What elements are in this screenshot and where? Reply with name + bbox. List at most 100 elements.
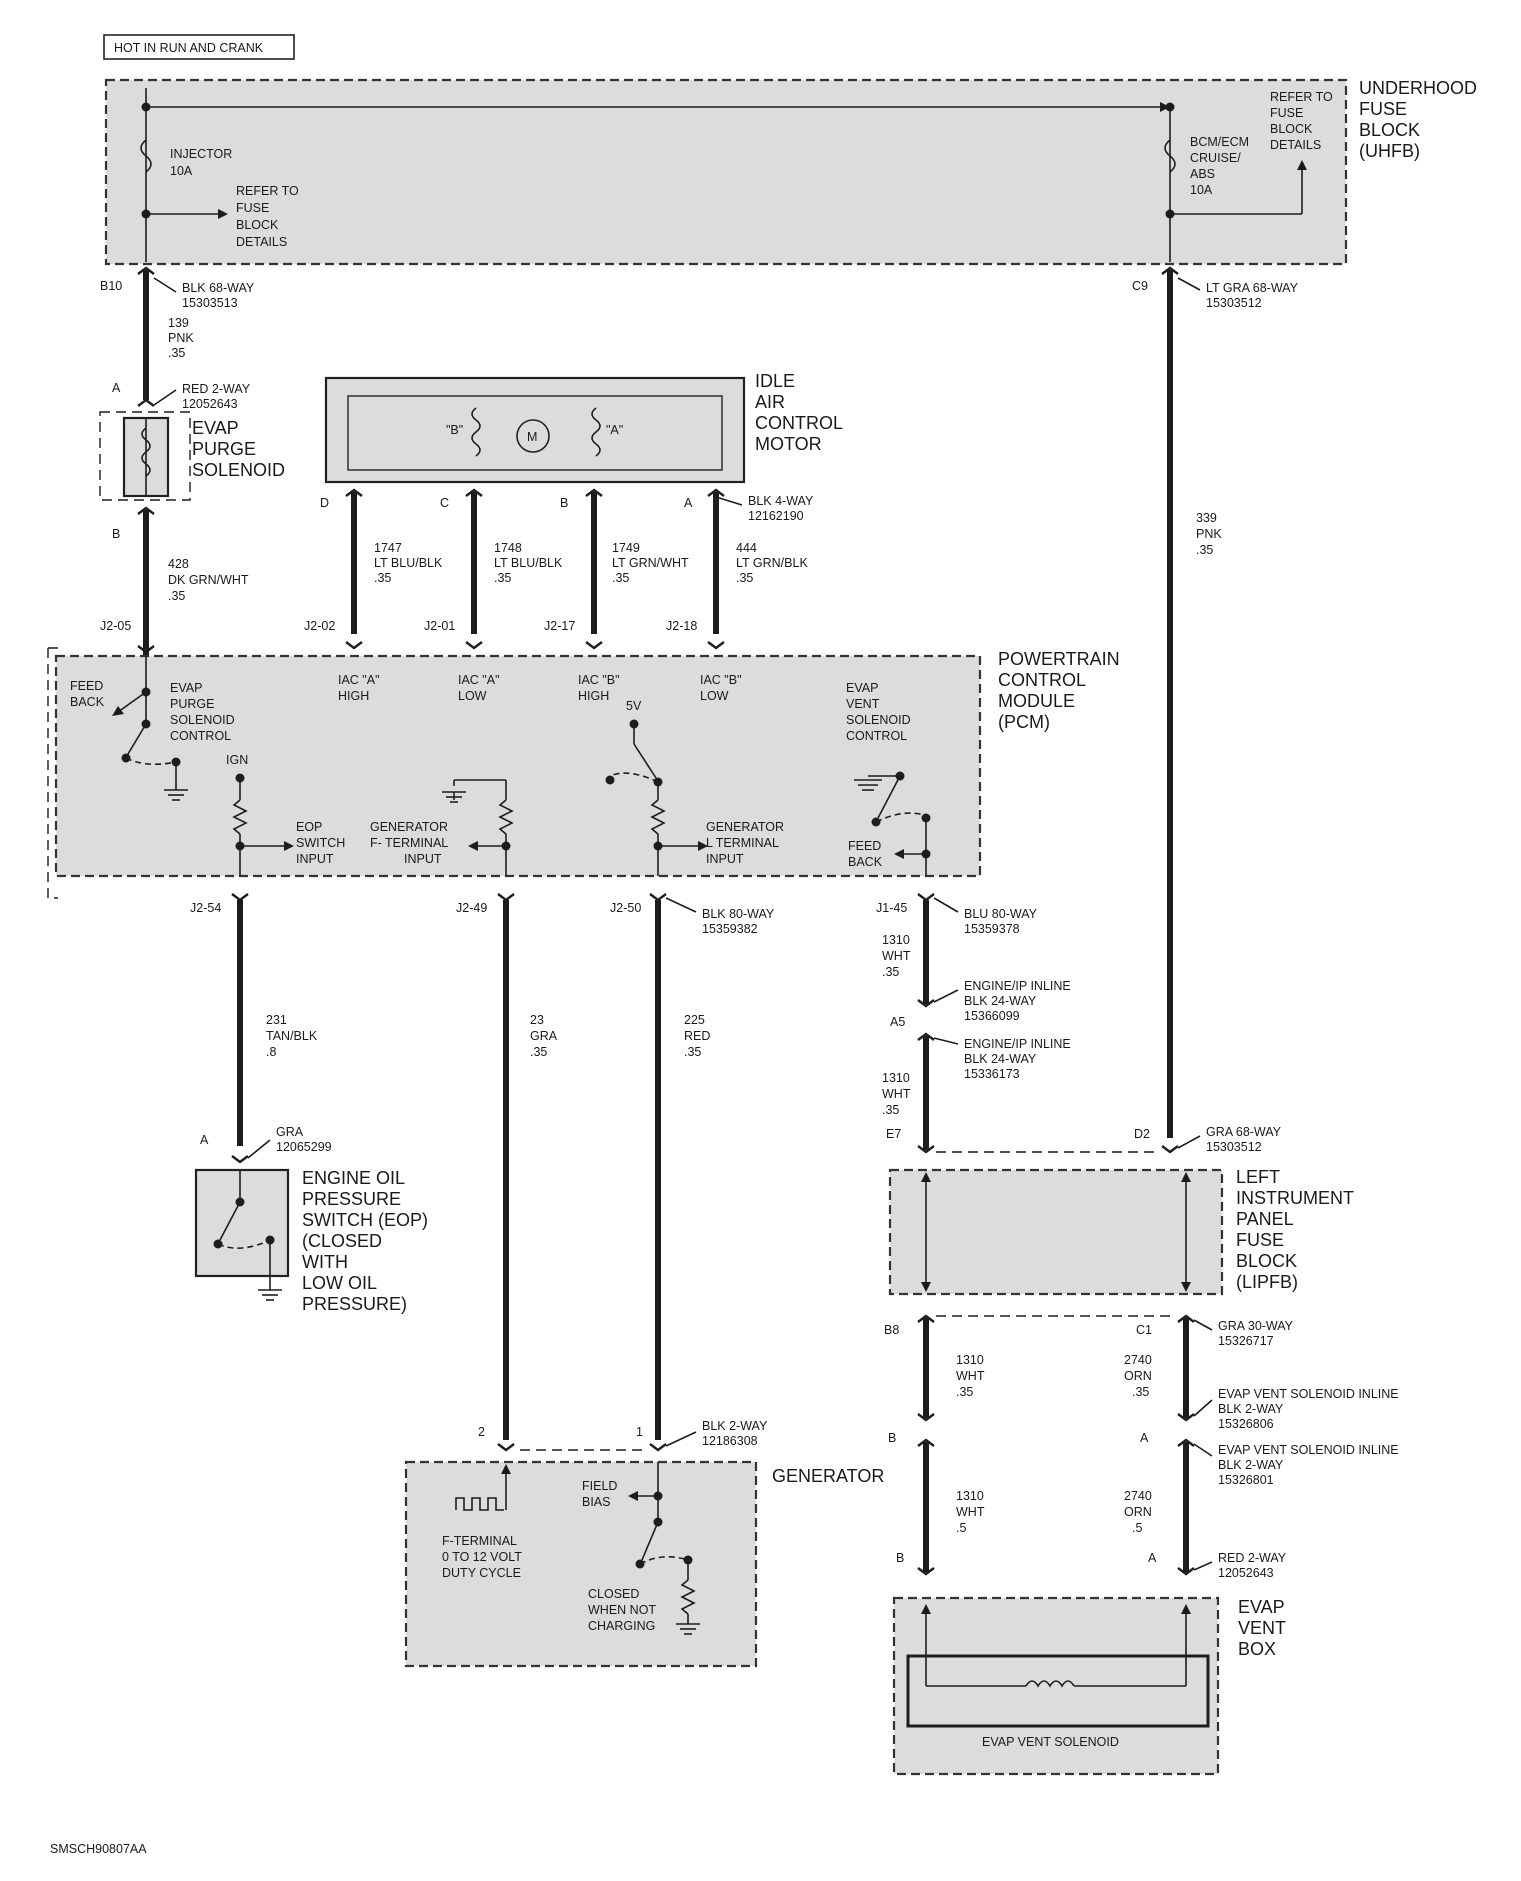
pwm-waveform-icon: [455, 1497, 504, 1511]
svg-text:INPUT: INPUT: [296, 852, 334, 866]
eop-name: ENGINE OIL PRESSURE SWITCH (EOP) (CLOSED…: [302, 1168, 428, 1314]
svg-text:.35: .35: [168, 346, 185, 360]
svg-text:BACK: BACK: [70, 695, 105, 709]
iac-conn-label: BLK 4-WAY 12162190: [748, 494, 814, 523]
svg-text:12186308: 12186308: [702, 1434, 758, 1448]
svg-text:2740: 2740: [1124, 1489, 1152, 1503]
hot-label: HOT IN RUN AND CRANK: [114, 41, 264, 55]
svg-text:PURGE: PURGE: [170, 697, 214, 711]
svg-text:.35: .35: [530, 1045, 547, 1059]
b10-leader: [153, 277, 177, 293]
pcm-gen-l-input: GENERATOR L TERMINAL INPUT: [706, 820, 784, 866]
gen-f-input-arrow: [468, 841, 478, 851]
gen-closed-label: CLOSED WHEN NOT CHARGING: [588, 1587, 656, 1633]
pcm-iac-a-low: IAC "A" LOW: [458, 673, 500, 703]
svg-text:CONTROL: CONTROL: [998, 670, 1086, 690]
pcm-feedback-left: FEED BACK: [70, 679, 105, 709]
svg-text:10A: 10A: [170, 164, 193, 178]
uhfb-label: UNDERHOOD FUSE BLOCK (UHFB): [1359, 78, 1477, 161]
svg-text:C: C: [440, 496, 449, 510]
vent-inline1-label: EVAP VENT SOLENOID INLINE BLK 2-WAY 1532…: [1218, 1387, 1399, 1431]
eop-switch-icon: [219, 1201, 241, 1241]
figure-id: SMSCH90807AA: [50, 1842, 147, 1856]
svg-text:(LIPFB): (LIPFB): [1236, 1272, 1298, 1292]
pcm-gen-f-input: GENERATOR F- TERMINAL INPUT: [370, 820, 448, 866]
svg-text:HIGH: HIGH: [578, 689, 609, 703]
wire-444-label: 444 LT GRN/BLK .35: [736, 541, 808, 585]
svg-text:15303512: 15303512: [1206, 296, 1262, 310]
iac-coil-b-icon: [471, 407, 481, 457]
evap-purge-conn-label: RED 2-WAY 12052643: [182, 382, 251, 411]
pcm-top-pins: J2-05 J2-02 J2-01 J2-17 J2-18: [100, 619, 697, 633]
svg-text:RED 2-WAY: RED 2-WAY: [1218, 1551, 1287, 1565]
c9-label: LT GRA 68-WAY 15303512: [1206, 281, 1299, 310]
svg-text:WHEN NOT: WHEN NOT: [588, 1603, 656, 1617]
svg-text:IAC "A": IAC "A": [338, 673, 380, 687]
svg-text:339: 339: [1196, 511, 1217, 525]
svg-text:DUTY CYCLE: DUTY CYCLE: [442, 1566, 521, 1580]
svg-text:J2-54: J2-54: [190, 901, 221, 915]
svg-text:INPUT: INPUT: [404, 852, 442, 866]
svg-text:12162190: 12162190: [748, 509, 804, 523]
svg-text:L TERMINAL: L TERMINAL: [706, 836, 779, 850]
blu80-label: BLU 80-WAY 15359378: [964, 907, 1038, 936]
vent-inline1-leader: [1193, 1399, 1213, 1417]
svg-text:BLK 24-WAY: BLK 24-WAY: [964, 994, 1037, 1008]
svg-text:FEED: FEED: [70, 679, 103, 693]
gra68-leader: [1177, 1135, 1201, 1149]
pcm-name: POWERTRAIN CONTROL MODULE (PCM): [998, 649, 1120, 732]
svg-text:15303512: 15303512: [1206, 1140, 1262, 1154]
iac-coil-a-icon: [591, 407, 601, 457]
blu80-leader: [933, 897, 959, 913]
svg-text:225: 225: [684, 1013, 705, 1027]
b10-connector: [137, 266, 155, 275]
svg-text:.5: .5: [1132, 1521, 1142, 1535]
svg-text:CONTROL: CONTROL: [846, 729, 907, 743]
svg-text:J2-01: J2-01: [424, 619, 455, 633]
svg-text:15326806: 15326806: [1218, 1417, 1274, 1431]
svg-text:WHT: WHT: [956, 1505, 985, 1519]
svg-text:15303513: 15303513: [182, 296, 238, 310]
svg-text:LOW OIL: LOW OIL: [302, 1273, 377, 1293]
bcm-fuse-label: BCM/ECM CRUISE/ ABS 10A: [1190, 135, 1249, 197]
uhfb-box: [104, 78, 1348, 266]
evap-vent-solenoid-box: [906, 1654, 1210, 1728]
svg-text:SWITCH: SWITCH: [296, 836, 345, 850]
svg-text:FUSE: FUSE: [236, 201, 269, 215]
inline2-connector: [917, 1032, 935, 1041]
pcm-bracket: [47, 647, 58, 899]
svg-text:(PCM): (PCM): [998, 712, 1050, 732]
svg-text:BLK 2-WAY: BLK 2-WAY: [1218, 1458, 1284, 1472]
svg-text:DETAILS: DETAILS: [236, 235, 287, 249]
svg-text:.35: .35: [956, 1385, 973, 1399]
pcm-iac-b-low: IAC "B" LOW: [700, 673, 742, 703]
uhfb-bus-arrow: [1160, 102, 1170, 112]
refer-left-arrow: [218, 209, 228, 219]
wire-339-label: 339 PNK .35: [1196, 511, 1222, 557]
svg-text:WHT: WHT: [882, 1087, 911, 1101]
svg-text:LOW: LOW: [458, 689, 487, 703]
pcm-feedback-right: FEED BACK: [848, 839, 883, 869]
svg-text:BLU 80-WAY: BLU 80-WAY: [964, 907, 1038, 921]
svg-text:F- TERMINAL: F- TERMINAL: [370, 836, 448, 850]
svg-text:SWITCH (EOP): SWITCH (EOP): [302, 1210, 428, 1230]
svg-text:.8: .8: [266, 1045, 276, 1059]
svg-text:BLOCK: BLOCK: [236, 218, 279, 232]
inline2-leader: [933, 1037, 959, 1045]
evap-vent-name: EVAP VENT BOX: [1238, 1597, 1286, 1659]
svg-text:.35: .35: [736, 571, 753, 585]
svg-text:UNDERHOOD: UNDERHOOD: [1359, 78, 1477, 98]
svg-text:MOTOR: MOTOR: [755, 434, 822, 454]
wire-428-label: 428 DK GRN/WHT .35: [168, 557, 249, 603]
svg-text:.35: .35: [374, 571, 391, 585]
lipfb-name: LEFT INSTRUMENT PANEL FUSE BLOCK (LIPFB): [1236, 1167, 1354, 1292]
svg-text:GENERATOR: GENERATOR: [706, 820, 784, 834]
svg-text:1310: 1310: [882, 1071, 910, 1085]
svg-text:IAC "B": IAC "B": [700, 673, 742, 687]
svg-text:J2-18: J2-18: [666, 619, 697, 633]
svg-text:VENT: VENT: [846, 697, 880, 711]
generator-name: GENERATOR: [772, 1466, 884, 1486]
wire-1310-a-label: 1310 WHT .35: [882, 933, 911, 979]
purge-switch-icon: [127, 723, 147, 755]
